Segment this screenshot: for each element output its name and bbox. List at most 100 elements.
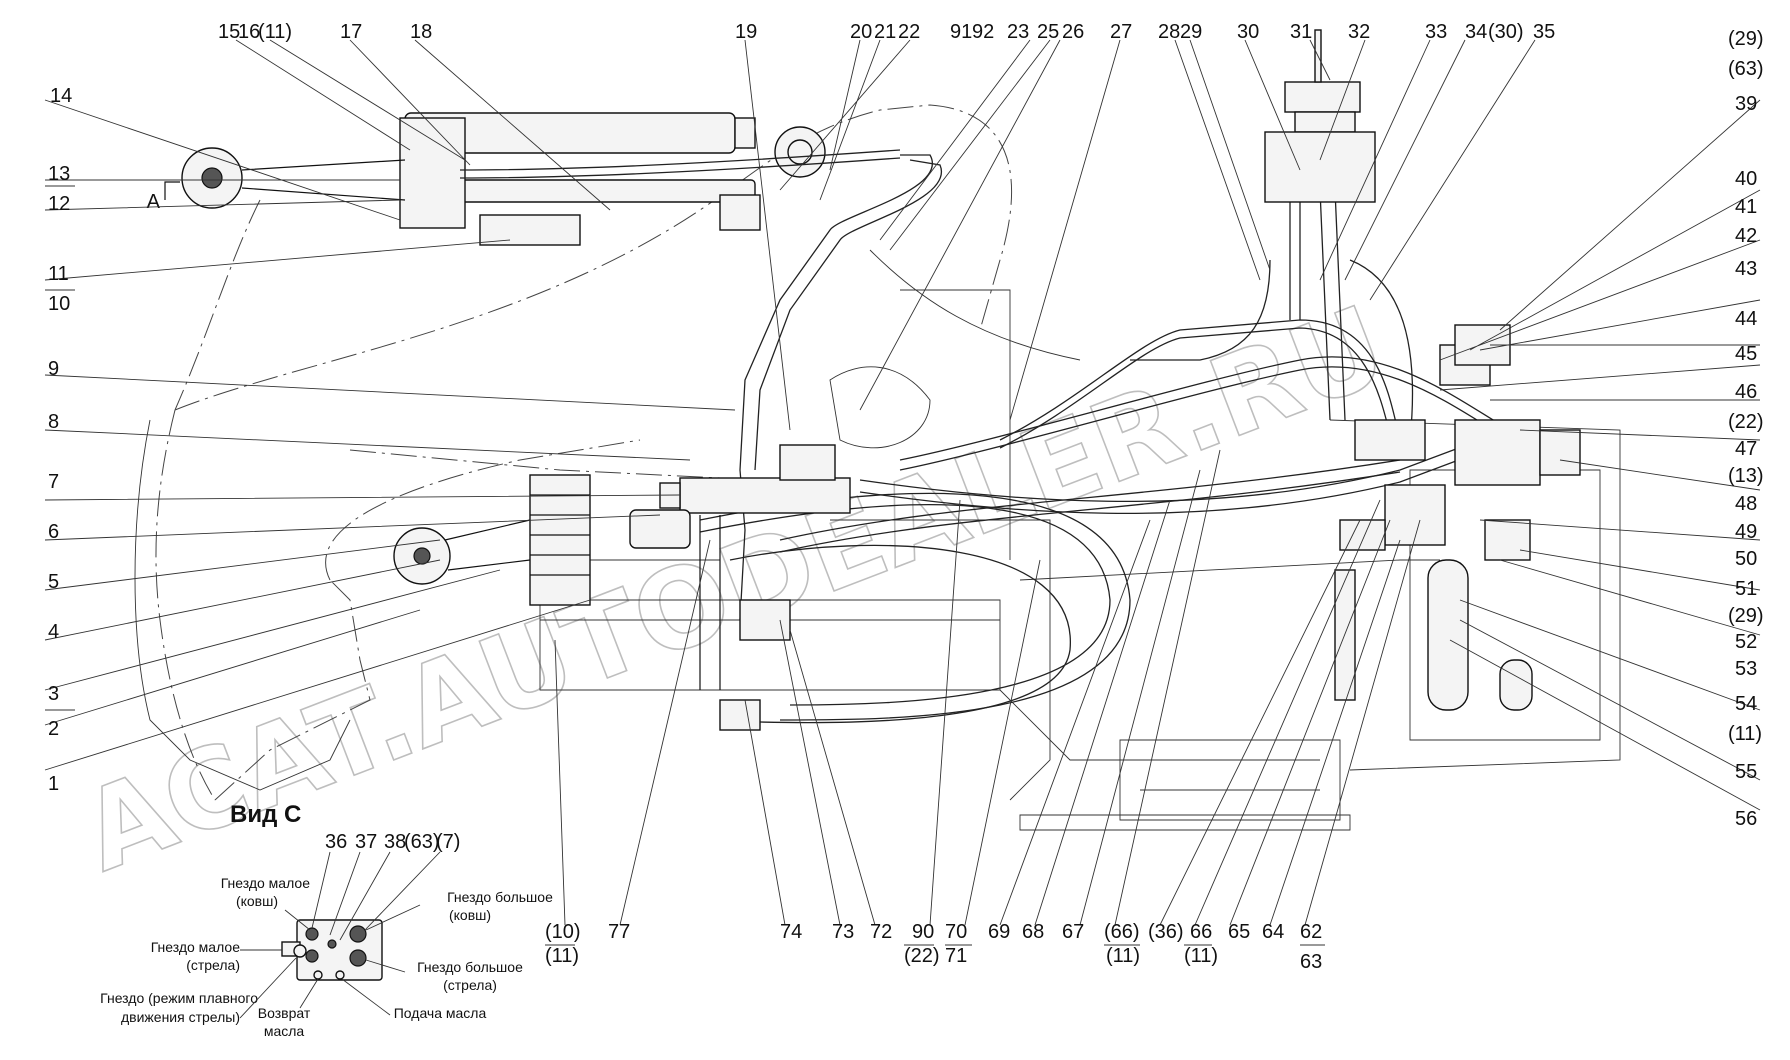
callout-12: 12: [48, 193, 70, 215]
callout-63-ref: (63): [1728, 58, 1764, 80]
callout-30: 30: [1237, 21, 1259, 43]
caption-small-socket-bucket-1: Гнездо малое: [221, 875, 310, 891]
callout-50: 50: [1735, 548, 1757, 570]
callout-43: 43: [1735, 258, 1757, 280]
callout-3: 3: [48, 683, 59, 705]
inset-callout-37: 37: [355, 831, 377, 853]
callout-65: 65: [1228, 921, 1250, 943]
caption-oil-return-1: Возврат: [258, 1005, 311, 1021]
view-marker-a: A: [147, 191, 161, 213]
callout-39: 39: [1735, 93, 1757, 115]
callout-49: 49: [1735, 521, 1757, 543]
callout-11-ref-5: (11): [1184, 945, 1218, 967]
callout-32: 32: [1348, 21, 1370, 43]
inset-callout-7-ref: (7): [436, 831, 460, 853]
caption-large-socket-bucket-1: Гнездо большое: [447, 889, 553, 905]
callout-53: 53: [1735, 658, 1757, 680]
callout-36-ref: (36): [1148, 921, 1184, 943]
callout-70: 70: [945, 921, 967, 943]
callout-17: 17: [340, 21, 362, 43]
inset-callout-63-ref: (63): [404, 831, 440, 853]
view-c-inset: Вид С 36 37 38 (63) (7) Гнездо малое (ко…: [100, 801, 553, 1039]
callout-9: 9: [48, 358, 59, 380]
callout-72: 72: [870, 921, 892, 943]
callout-13: 13: [48, 163, 70, 185]
caption-small-socket-boom-1: Гнездо малое: [151, 939, 240, 955]
inset-callout-38: 38: [384, 831, 406, 853]
callout-10: 10: [48, 293, 70, 315]
caption-small-socket-bucket-2: (ковш): [236, 893, 278, 909]
inset-callout-36: 36: [325, 831, 347, 853]
callout-22: 22: [898, 21, 920, 43]
leader-lines: [44, 39, 1761, 926]
filter-block: [393, 474, 691, 606]
callout-11-ref: (11): [258, 21, 292, 43]
callout-22-ref: (22): [1728, 411, 1764, 433]
callout-20: 20: [850, 21, 872, 43]
caption-float-socket-2: движения стрелы): [121, 1009, 240, 1025]
callout-23: 23: [1007, 21, 1029, 43]
caption-oil-return-2: масла: [264, 1023, 305, 1039]
socket-small-bucket: [305, 927, 319, 941]
callout-35: 35: [1533, 21, 1555, 43]
callout-41: 41: [1735, 196, 1757, 218]
callout-54: 54: [1735, 693, 1757, 715]
callout-11-ref-2: (11): [1728, 723, 1762, 745]
callout-5: 5: [48, 571, 59, 593]
callout-4: 4: [48, 621, 59, 643]
callout-45: 45: [1735, 343, 1757, 365]
callout-44: 44: [1735, 308, 1757, 330]
callout-16: 16: [238, 21, 260, 43]
callout-30-ref: (30): [1488, 21, 1524, 43]
socket-large-bucket: [349, 925, 367, 943]
callout-11-ref-4: (11): [1106, 945, 1140, 967]
callout-47: 47: [1735, 438, 1757, 460]
callout-6: 6: [48, 521, 59, 543]
callout-22-ref-2: (22): [904, 945, 940, 967]
callout-92: 92: [972, 21, 994, 43]
callout-19: 19: [735, 21, 757, 43]
callout-1: 1: [48, 773, 59, 795]
callout-21: 21: [874, 21, 896, 43]
hoses: [459, 149, 1531, 724]
callouts-left: 14 13 12 11 10 9 8 7 6 5 4 3 2 1: [45, 85, 75, 795]
callouts-bottom: (10) (11) 77 74 73 72 90 (22) 70 71 69 6…: [545, 921, 1325, 973]
caption-large-socket-boom-1: Гнездо большое: [417, 959, 523, 975]
callout-62: 62: [1300, 921, 1322, 943]
caption-float-socket-1: Гнездо (режим плавного: [100, 990, 258, 1006]
callout-26: 26: [1062, 21, 1084, 43]
callout-71: 71: [945, 945, 967, 967]
callouts-top: 15 16 (11) 17 18 19 20 21 22 91 92 23 25…: [218, 21, 1555, 43]
callout-8: 8: [48, 411, 59, 433]
callout-64: 64: [1262, 921, 1284, 943]
callout-18: 18: [410, 21, 432, 43]
callout-34: 34: [1465, 21, 1487, 43]
view-c-title: Вид С: [230, 801, 301, 828]
callout-56: 56: [1735, 808, 1757, 830]
callout-27: 27: [1110, 21, 1132, 43]
callout-29: 29: [1180, 21, 1202, 43]
callout-48: 48: [1735, 493, 1757, 515]
callout-7: 7: [48, 471, 59, 493]
callout-31: 31: [1290, 21, 1312, 43]
callout-90: 90: [912, 921, 934, 943]
socket-large-boom: [349, 949, 367, 967]
callout-68: 68: [1022, 921, 1044, 943]
callout-73: 73: [832, 921, 854, 943]
caption-oil-supply: Подача масла: [394, 1005, 487, 1021]
callout-29-ref: (29): [1728, 28, 1764, 50]
boom-cylinder: [181, 112, 826, 246]
callout-74: 74: [780, 921, 802, 943]
socket-small-boom: [305, 949, 319, 963]
callout-2: 2: [48, 718, 59, 740]
caption-large-socket-boom-2: (стрела): [443, 977, 497, 993]
pump-and-tank: [1264, 29, 1581, 711]
callout-10-ref: (10): [545, 921, 581, 943]
callout-15: 15: [218, 21, 240, 43]
callout-25: 25: [1037, 21, 1059, 43]
callout-77: 77: [608, 921, 630, 943]
caption-small-socket-boom-2: (стрела): [186, 957, 240, 973]
callout-13-ref: (13): [1728, 465, 1764, 487]
callout-33: 33: [1425, 21, 1447, 43]
